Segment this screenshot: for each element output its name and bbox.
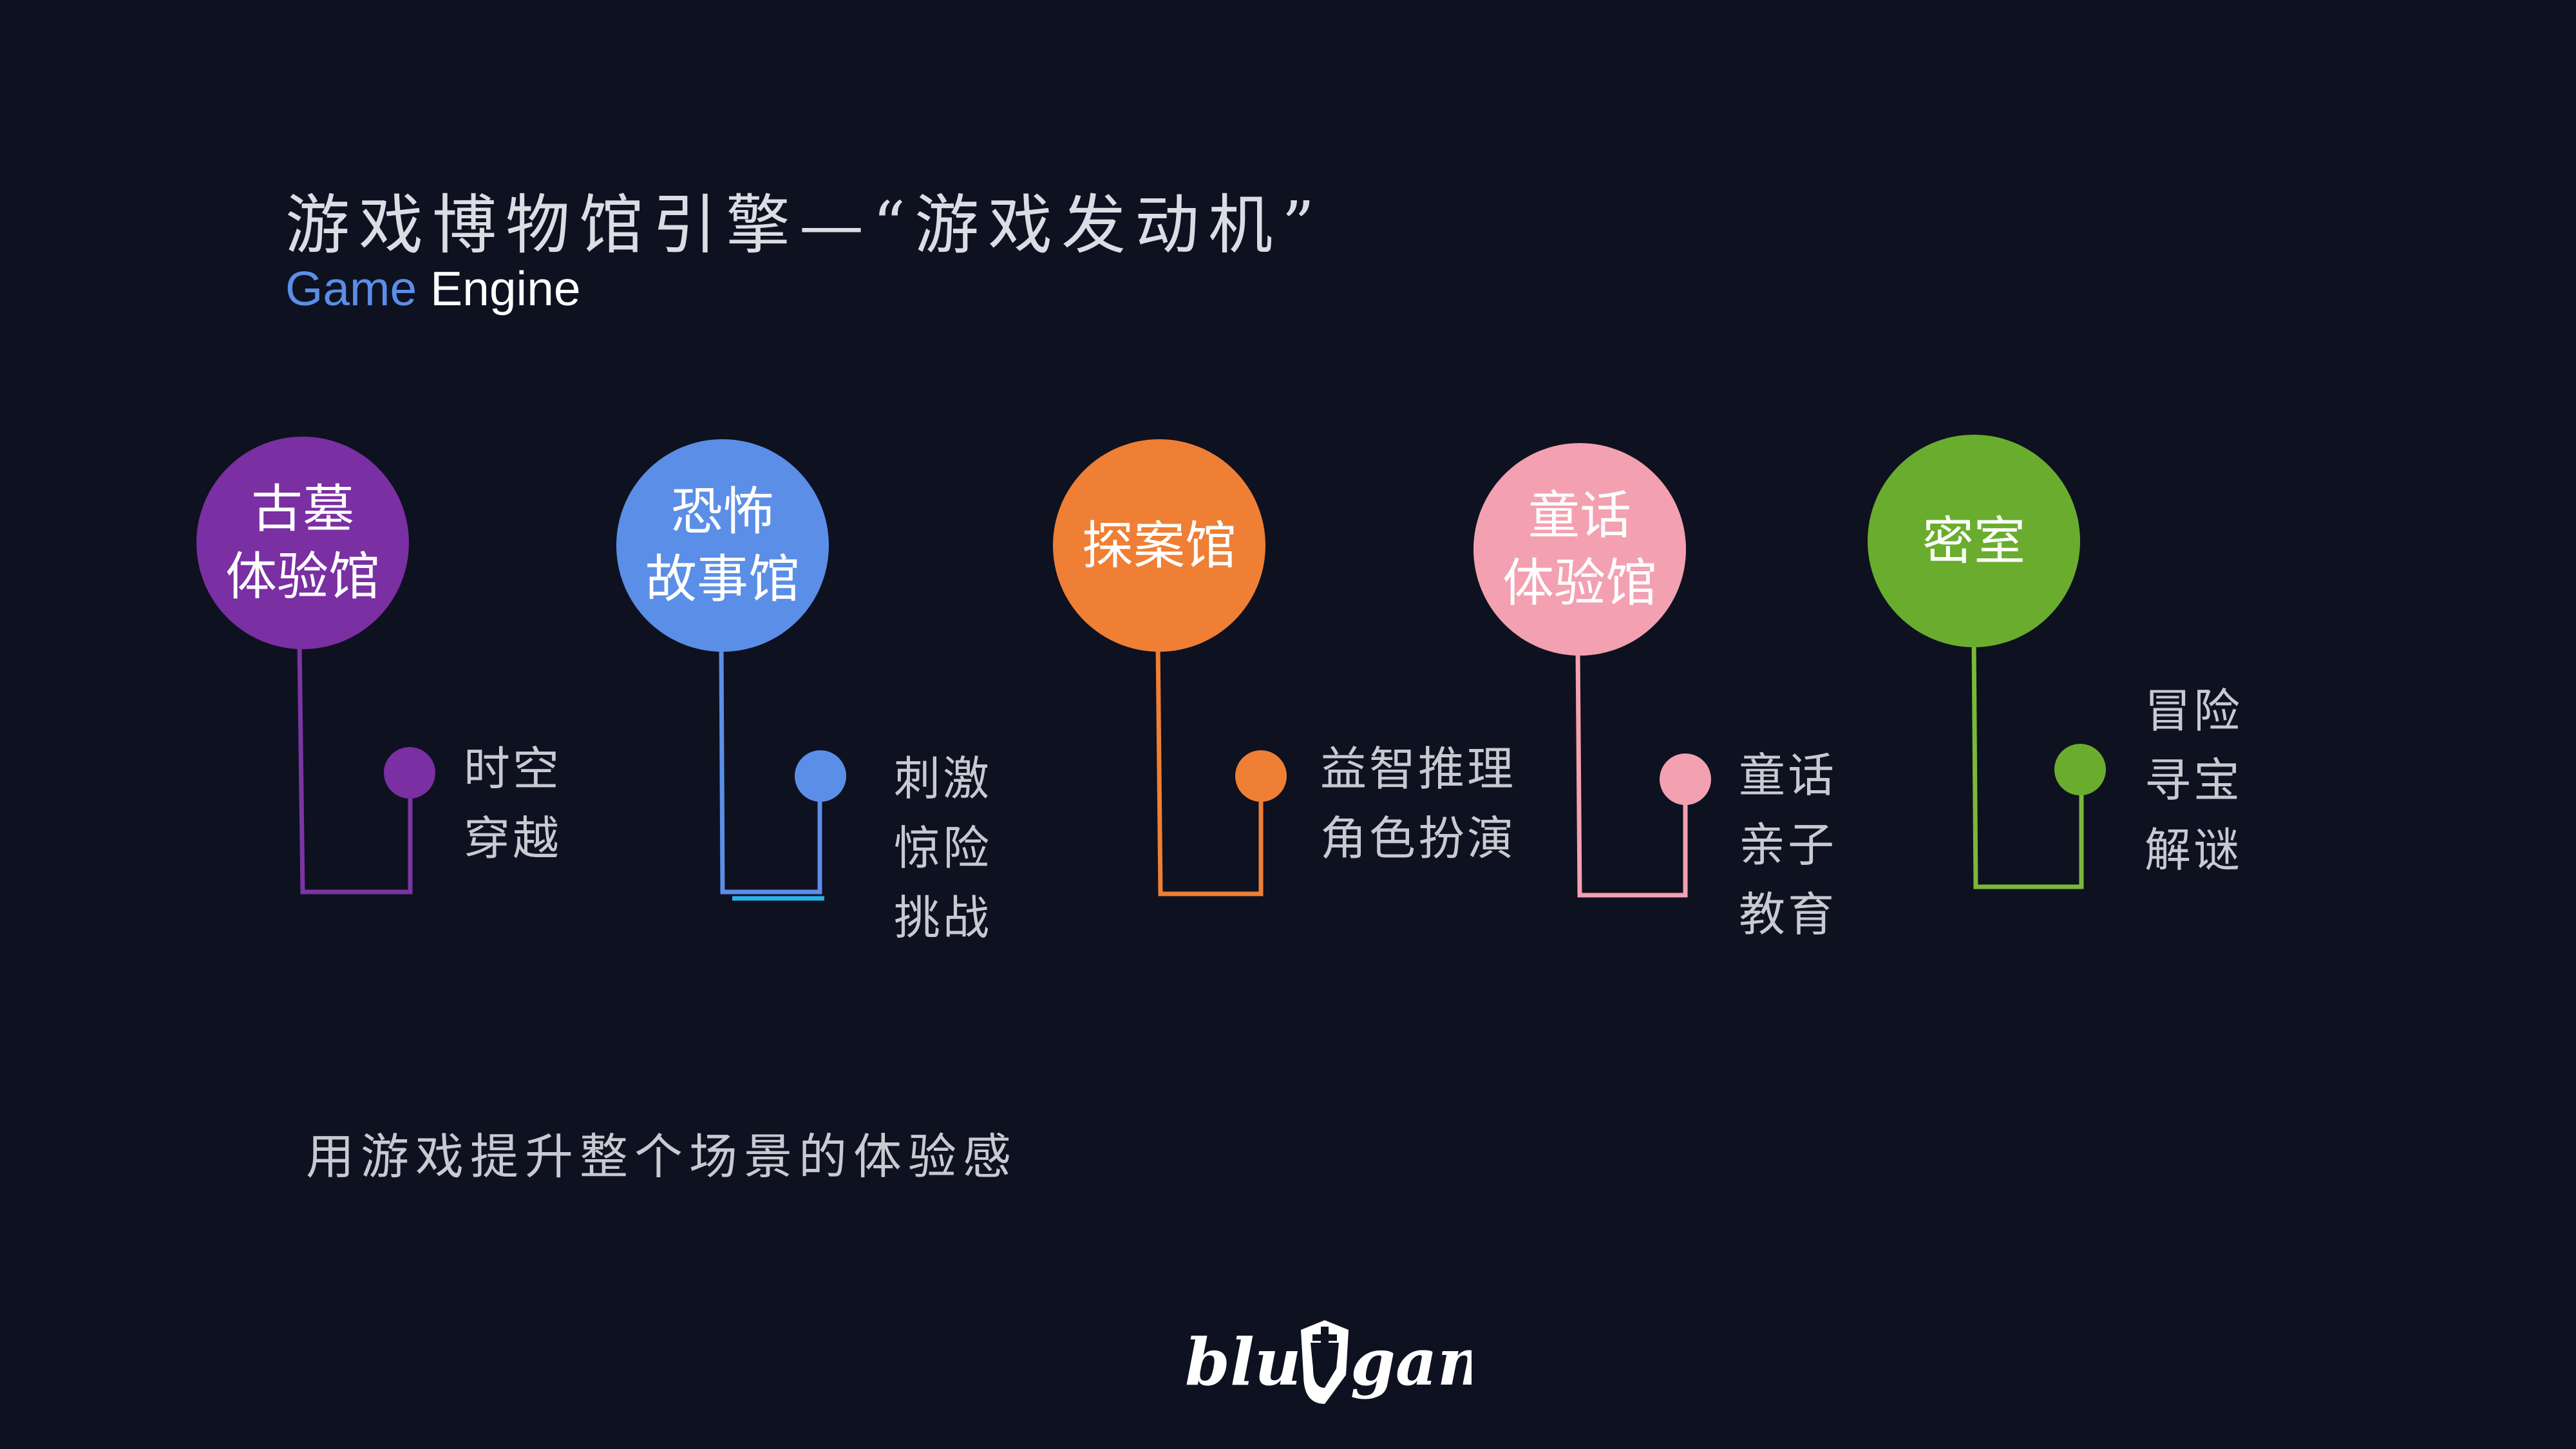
- hall-name-1: 恐怖 故事馆: [645, 482, 800, 609]
- hall-circle-4[interactable]: 密室: [1868, 435, 2080, 647]
- shield-icon: [1301, 1320, 1349, 1404]
- hall-desc-4: 冒险 寻宝 解谜: [2145, 684, 2243, 877]
- blue-game-logo: blue game: [1185, 1320, 1472, 1404]
- page-subtitle: Game Engine: [285, 261, 581, 316]
- hall-dot-1: [795, 750, 846, 802]
- hall-desc-0: 时空 穿越: [464, 742, 562, 866]
- connector-line-1: [719, 643, 822, 895]
- hall-dot-3: [1660, 753, 1711, 805]
- hall-desc-3: 童话 亲子 教育: [1739, 748, 1837, 942]
- connector-line-0: [297, 643, 413, 895]
- hall-name-3: 童话 体验馆: [1502, 486, 1657, 613]
- connector-line-4: [1971, 640, 2084, 889]
- logo-text-right: game: [1350, 1324, 1472, 1400]
- hall-desc-1: 刺激 惊险 挑战: [894, 752, 992, 945]
- page-title: 游戏博物馆引擎—“游戏发动机”: [285, 187, 1324, 263]
- hall-circle-1[interactable]: 恐怖 故事馆: [616, 439, 829, 652]
- hall-circle-3[interactable]: 童话 体验馆: [1473, 443, 1686, 656]
- hall-name-4: 密室: [1922, 511, 2025, 571]
- hall-dot-2: [1235, 750, 1287, 802]
- connector-line-3: [1575, 650, 1688, 898]
- hall-name-0: 古墓 体验馆: [225, 479, 380, 607]
- subtitle-highlight: Game: [285, 261, 417, 316]
- hall-circle-0[interactable]: 古墓 体验馆: [196, 437, 409, 649]
- subtitle-rest: Engine: [417, 261, 581, 316]
- hall-name-2: 探案馆: [1082, 515, 1236, 576]
- footer-text: 用游戏提升整个场景的体验感: [306, 1128, 1018, 1185]
- connector-line-2: [1155, 643, 1264, 896]
- hall-circle-2[interactable]: 探案馆: [1053, 439, 1265, 652]
- hall-desc-2: 益智推理 角色扮演: [1320, 742, 1517, 866]
- hall-dot-4: [2054, 744, 2106, 795]
- hall-dot-0: [384, 747, 435, 799]
